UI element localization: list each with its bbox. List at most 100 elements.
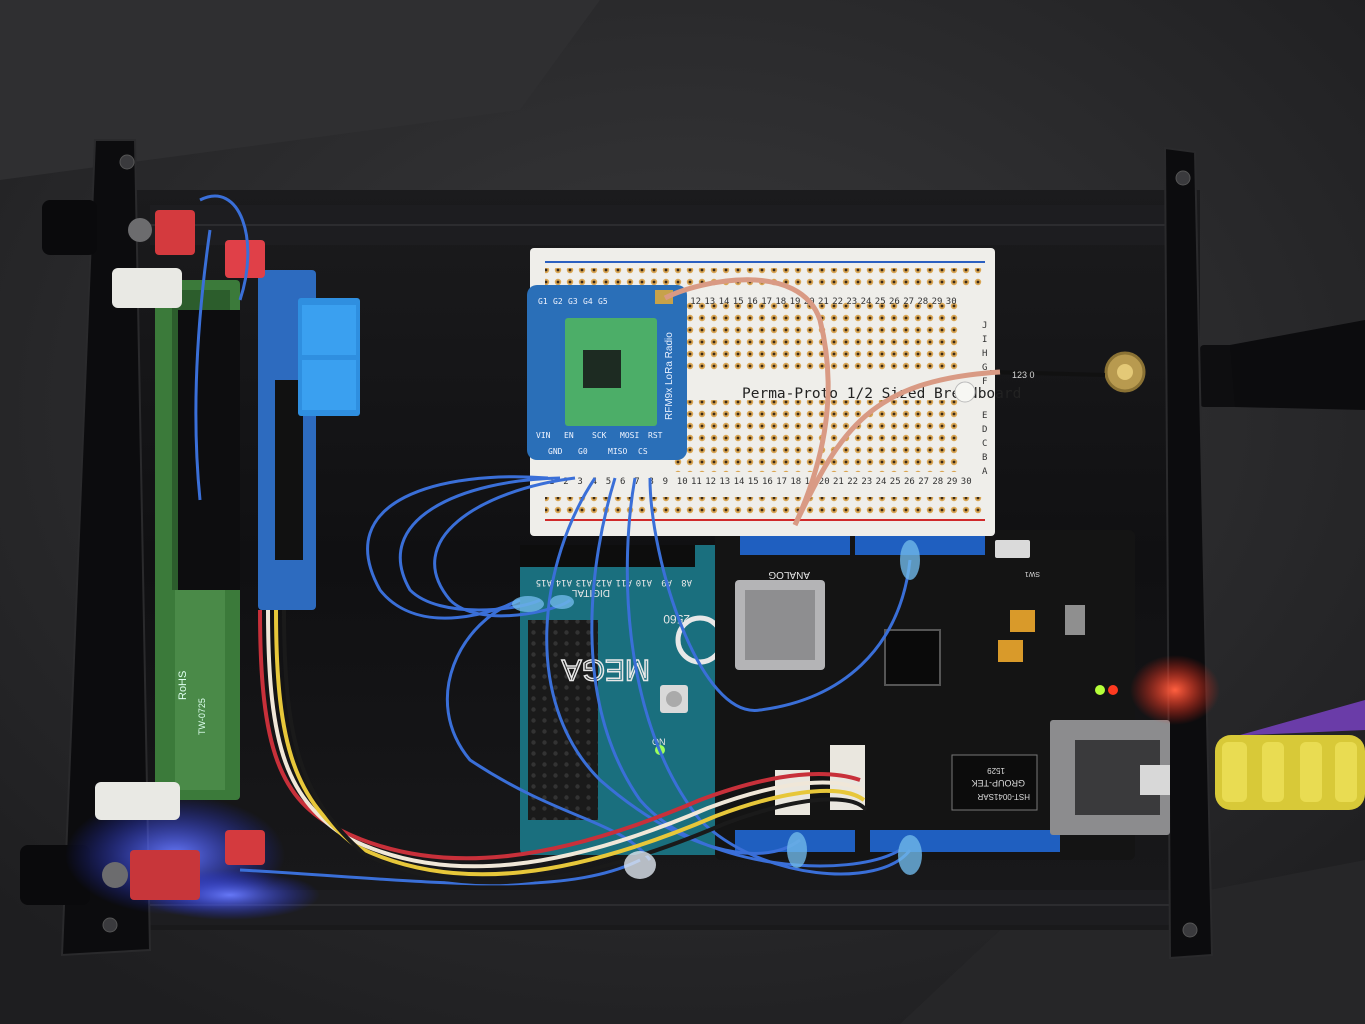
antenna-pigtail: [792, 369, 1001, 527]
knob: [42, 200, 97, 255]
arduino-pin-label: A14: [556, 577, 572, 587]
breadboard-row-letter: C: [982, 439, 987, 449]
breadboard-mount-hole: [954, 381, 976, 403]
breadboard-row-letter: A: [982, 467, 988, 477]
table-shadow: [900, 860, 1365, 1024]
magjack-transformer: [951, 754, 1038, 811]
breadboard-row-letter: D: [982, 425, 987, 435]
breadboard-column-number: 23: [861, 477, 872, 487]
breadboard-column-number: 15: [748, 477, 759, 487]
screw: [102, 917, 118, 933]
ribbon-cable: [258, 609, 868, 885]
arduino-model: 2560: [663, 612, 690, 626]
ethernet-shield: ANALOG 1529 GROUP-TEK HST-0041SAR SW1: [715, 530, 1170, 860]
breadboard-column-number: 10: [677, 477, 688, 487]
breadboard-column-number: 25: [875, 297, 886, 307]
lcd-backpack: [258, 270, 360, 610]
lora-pin-label: G0: [578, 447, 588, 456]
magjack-brand: GROUP-TEK: [971, 778, 1025, 788]
ethernet-chip: [884, 629, 941, 686]
breadboard-column-number: 25: [890, 477, 901, 487]
lora-pin-label: G3: [568, 297, 578, 306]
lcd-header: [178, 310, 240, 590]
breadboard-column-number: 13: [704, 297, 715, 307]
heat-shrink: [550, 595, 574, 609]
breadboard-column-number: 12: [705, 477, 716, 487]
breadboard-column-number: 2: [563, 477, 568, 487]
breadboard-column-number: 5: [606, 477, 611, 487]
perma-proto-breadboard: 1112131415161718192021222324252627282930…: [530, 248, 1021, 536]
breadboard-row-letter: G: [982, 363, 987, 373]
arduino-on-label: ON: [652, 737, 666, 747]
breadboard-column-number: 18: [790, 477, 801, 487]
breadboard-column-number: 11: [691, 477, 702, 487]
breadboard-column-number: 23: [846, 297, 857, 307]
breadboard-column-number: 16: [762, 477, 773, 487]
standoff: [95, 782, 180, 820]
breadboard-column-number: 4: [592, 477, 597, 487]
breadboard-column-number: 12: [690, 297, 701, 307]
breadboard-column-number: 24: [861, 297, 872, 307]
screw: [119, 154, 135, 170]
breadboard-column-number: 16: [747, 297, 758, 307]
breadboard-column-number: 19: [790, 297, 801, 307]
heat-shrink: [900, 540, 920, 580]
breadboard-column-number: 29: [932, 297, 943, 307]
breadboard-column-number: 28: [917, 297, 928, 307]
breadboard-column-number: 13: [719, 477, 730, 487]
antenna: [1200, 320, 1365, 410]
screw: [1182, 922, 1198, 938]
red-led-glow: [1130, 655, 1220, 725]
toggle-switch: [102, 830, 265, 900]
arduino-pin-label: A10: [636, 577, 652, 587]
breadboard-column-number: 30: [946, 297, 957, 307]
arduino-digital-label: DIGITAL: [571, 587, 610, 598]
lora-pin-label: G4: [583, 297, 593, 306]
lora-pin-label: RST: [648, 431, 663, 440]
arduino-pin-label: A12: [596, 577, 612, 587]
breadboard-column-number: 15: [733, 297, 744, 307]
arduino-pin-label: A15: [536, 577, 552, 587]
breadboard-column-number: 6: [620, 477, 625, 487]
lora-module-name: RFM9x LoRa Radio: [664, 332, 675, 420]
breadboard-column-number: 26: [904, 477, 915, 487]
breadboard-row-letter: F: [982, 377, 987, 387]
arduino-pin-label: A8: [681, 577, 692, 587]
breadboard-column-number: 26: [889, 297, 900, 307]
breadboard-column-number: 3: [577, 477, 582, 487]
breadboard-column-number: 21: [833, 477, 844, 487]
table-shadow: [0, 0, 600, 180]
lora-pin-label: GND: [548, 447, 563, 456]
breadboard-row-letter: B: [982, 453, 987, 463]
breadboard-column-number: 29: [947, 477, 958, 487]
breadboard-column-number: 14: [734, 477, 745, 487]
sma-connector: 123 0: [989, 351, 1146, 393]
breadboard-column-number: 18: [775, 297, 786, 307]
breadboard-row-letter: J: [982, 321, 987, 331]
lora-pin-label: G5: [598, 297, 608, 306]
heat-shrink: [512, 596, 544, 612]
heat-shrink: [787, 832, 807, 868]
breadboard-row-letter: E: [982, 411, 987, 421]
status-led-red: [1108, 685, 1118, 695]
toggle-switch: [128, 210, 265, 278]
breadboard-column-number: 17: [776, 477, 787, 487]
lcd-code-label: TW-0725: [197, 698, 207, 735]
breadboard-column-number: 24: [876, 477, 887, 487]
arduino-analog-header: [520, 545, 695, 567]
breadboard-column-number: 17: [761, 297, 772, 307]
arduino-pin-label: A13: [576, 577, 592, 587]
breadboard-column-number: 22: [847, 477, 858, 487]
breadboard-column-number: 21: [818, 297, 829, 307]
heat-shrink: [624, 851, 656, 879]
lora-pin-label: CS: [638, 447, 648, 456]
breadboard-column-number: 27: [903, 297, 914, 307]
breadboard-column-number: 7: [634, 477, 639, 487]
ufl-connector: [655, 290, 673, 304]
breadboard-column-number: 20: [819, 477, 830, 487]
standoff: [112, 268, 182, 308]
lora-pin-label: SCK: [592, 431, 607, 440]
